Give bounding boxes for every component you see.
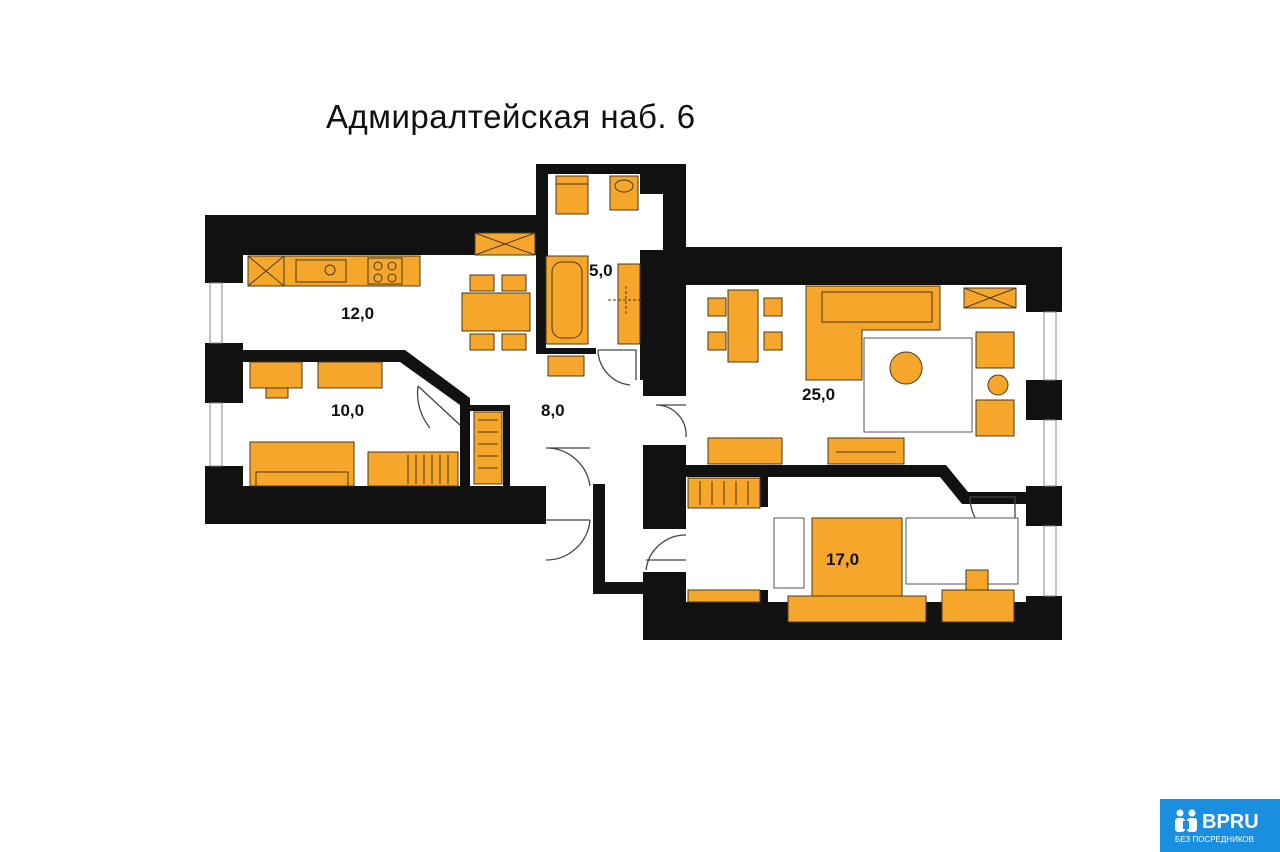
tv-stand	[707, 437, 783, 465]
wardrobe-hall	[473, 411, 503, 485]
bed-base	[787, 595, 927, 623]
desk-small-1	[249, 361, 303, 389]
washer	[555, 175, 589, 215]
sofa-corner	[805, 285, 941, 381]
door-bedroom	[645, 534, 687, 571]
area-label-room-small: 10,0	[331, 401, 365, 420]
bedroom-rug	[905, 517, 1019, 585]
area-label-hall: 8,0	[541, 401, 565, 420]
plan-title: Адмиралтейская наб. 6	[326, 98, 696, 135]
bpru-logo: BPRU БЕЗ ПОСРЕДНИКОВ	[1160, 799, 1280, 852]
bathtub	[545, 255, 589, 345]
sink-bath	[617, 263, 641, 345]
desk-bedroom	[941, 589, 1015, 623]
logo-subtext: БЕЗ ПОСРЕДНИКОВ	[1175, 835, 1254, 844]
people-icon	[1175, 809, 1197, 832]
living-sideboard	[827, 437, 905, 465]
living-table	[727, 289, 759, 363]
area-label-bedroom: 17,0	[826, 550, 860, 569]
door-entrance-upper	[545, 447, 591, 487]
sink	[295, 259, 347, 283]
wardrobe-bedroom-2	[687, 589, 761, 603]
bed	[811, 517, 903, 603]
armchair-2	[975, 399, 1015, 437]
armchair-1	[975, 331, 1015, 369]
sofa-small	[249, 441, 355, 487]
logo-text: BPRU	[1202, 811, 1259, 833]
area-label-bathroom: 5,0	[589, 261, 613, 280]
door-entrance-lower	[545, 519, 591, 561]
shelf-small	[367, 451, 459, 487]
area-label-kitchen: 12,0	[341, 304, 375, 323]
desk-small-2	[317, 361, 383, 389]
stove	[367, 257, 403, 285]
door-living	[655, 404, 687, 438]
furniture	[247, 175, 1019, 623]
coffee-table	[889, 351, 923, 385]
door-bathroom	[597, 349, 637, 386]
rug	[863, 337, 973, 433]
toilet	[609, 175, 639, 211]
dining-table	[461, 292, 531, 332]
door-room-small	[416, 385, 461, 429]
area-label-living: 25,0	[802, 385, 836, 404]
